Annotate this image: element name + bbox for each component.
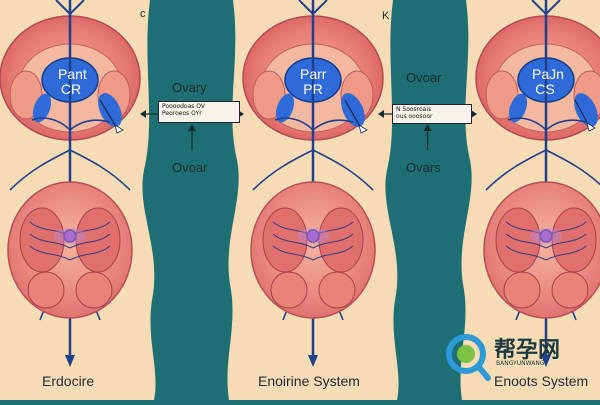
watermark-icon xyxy=(446,334,491,381)
pointer-tip xyxy=(586,122,596,132)
panel-2 xyxy=(227,0,399,400)
side-gland xyxy=(574,93,598,127)
capillary xyxy=(272,233,314,249)
watermark-en: BANGYUNWANG xyxy=(496,360,545,367)
vessel-branch xyxy=(485,149,547,191)
capillary xyxy=(29,245,71,261)
node-glow xyxy=(54,228,86,244)
side-gland-left xyxy=(508,93,528,123)
connector-box-line: Poooodoas OV xyxy=(162,103,205,110)
connector-top-text: Ovary xyxy=(172,80,207,95)
vessel-branch xyxy=(9,149,71,191)
side-gland-left xyxy=(275,93,295,123)
connector-box-line: N Soosroais xyxy=(396,106,432,113)
vessel-branch xyxy=(252,149,314,191)
side-gland-left xyxy=(32,93,52,123)
system-label: Enoots System xyxy=(494,373,589,389)
gland-label: Parr xyxy=(300,66,327,82)
capillary xyxy=(545,233,587,249)
top-arrow xyxy=(531,0,561,16)
gland-label: Pant xyxy=(58,66,87,82)
central-node xyxy=(539,229,553,243)
bottom-arrow xyxy=(308,355,318,367)
node-glow xyxy=(297,228,329,244)
node-glow xyxy=(530,228,562,244)
bottom-arrow xyxy=(65,355,75,367)
vessel-branch xyxy=(545,119,587,131)
vessel-branch xyxy=(274,117,314,131)
side-gland xyxy=(341,93,365,127)
gland-label: CS xyxy=(535,81,555,97)
system-label: Enoirine System xyxy=(258,373,360,389)
system-label: Erdocire xyxy=(42,373,95,389)
connector-arrow-left xyxy=(378,110,384,118)
connector-box-line: Peoroeos OYr xyxy=(162,110,202,117)
magnifier-fill xyxy=(457,345,475,363)
magnifier-ring xyxy=(446,334,486,374)
bottom-arrow xyxy=(541,355,551,367)
capillary xyxy=(29,233,71,249)
pointer-tip xyxy=(114,124,124,134)
vessel-branch xyxy=(69,119,111,131)
lower-lobe-br xyxy=(551,271,589,309)
watermark-cn: 帮孕网 xyxy=(494,338,561,363)
pointer-tip xyxy=(358,124,368,134)
vessel-branch xyxy=(545,149,600,186)
top-arrow xyxy=(298,0,328,16)
lower-lobe-bl xyxy=(27,271,65,309)
connector-bottom-text: Ovoar xyxy=(172,160,208,175)
vessel-branch xyxy=(507,117,547,131)
gland-label: PaJn xyxy=(532,66,564,82)
panel-1 xyxy=(0,0,156,400)
vessel-branch xyxy=(69,149,131,191)
connector-top-text: Ovoar xyxy=(406,70,442,85)
vessel-branch xyxy=(31,117,71,131)
top-arrow xyxy=(55,0,85,16)
side-gland xyxy=(98,93,122,127)
capillary xyxy=(312,245,354,261)
vessel-branch xyxy=(312,119,354,131)
connector-arrow-right xyxy=(471,110,477,118)
gland-label: PR xyxy=(303,81,323,97)
lower-lobe-bl xyxy=(503,271,541,309)
capillary xyxy=(505,233,547,249)
lower-lobe-bl xyxy=(270,271,308,309)
magnifier-handle xyxy=(475,363,491,381)
panel-3 xyxy=(460,0,600,400)
capillary xyxy=(272,245,314,261)
capillary xyxy=(69,245,111,261)
connector-box-line: ous ooosoor xyxy=(396,113,433,120)
connector-arrow-left xyxy=(140,110,146,118)
up-arrow-head xyxy=(188,124,196,131)
corner-mark: c xyxy=(140,8,146,20)
capillary xyxy=(505,245,547,261)
capillary xyxy=(545,245,587,261)
corner-mark: K xyxy=(382,10,390,22)
vessel-branch xyxy=(312,149,374,191)
capillary xyxy=(312,233,354,249)
connector-bottom-text: Ovars xyxy=(406,160,441,175)
gland-label: CR xyxy=(60,81,82,97)
lower-lobe-br xyxy=(318,271,356,309)
central-node xyxy=(63,229,77,243)
up-arrow-head xyxy=(423,124,432,131)
lower-lobe-br xyxy=(75,271,113,309)
capillary xyxy=(69,233,111,249)
central-node xyxy=(306,229,320,243)
